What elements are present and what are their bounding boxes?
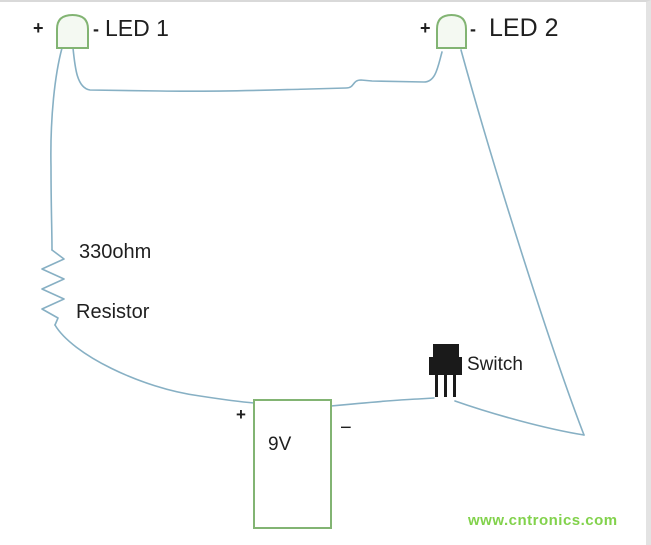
- battery-icon: [253, 399, 332, 529]
- wire-resistor-to-battery: [54, 324, 255, 404]
- resistor-name-label: Resistor: [76, 301, 150, 323]
- led1-label: LED 1: [105, 15, 169, 41]
- battery-minus-sign: −: [340, 417, 352, 439]
- wire-top: [72, 47, 443, 93]
- switch-leg-icon: [435, 375, 438, 397]
- switch-body-icon: [429, 357, 462, 375]
- led1-plus-sign: +: [33, 18, 44, 38]
- led2-label: LED 2: [489, 14, 559, 42]
- led1-minus-sign: -: [93, 19, 99, 39]
- watermark-text: www.cntronics.com: [468, 512, 618, 529]
- led2-plus-sign: +: [420, 18, 431, 38]
- led1-icon: [56, 13, 89, 49]
- wire-switch-to-junction: [454, 400, 585, 436]
- wire-battery-to-switch: [330, 397, 435, 407]
- switch-leg-icon: [453, 375, 456, 397]
- switch-leg-icon: [444, 375, 447, 397]
- led2-icon: [436, 13, 467, 49]
- battery-plus-sign: +: [236, 405, 246, 424]
- battery-value-label: 9V: [268, 434, 292, 455]
- wire-left: [50, 47, 63, 251]
- wire-led2-to-junction: [460, 49, 585, 436]
- resistor-icon: [41, 249, 65, 326]
- switch-label: Switch: [467, 354, 523, 375]
- switch-button-icon: [433, 344, 459, 357]
- resistor-value-label: 330ohm: [79, 241, 152, 263]
- led2-minus-sign: -: [470, 19, 476, 39]
